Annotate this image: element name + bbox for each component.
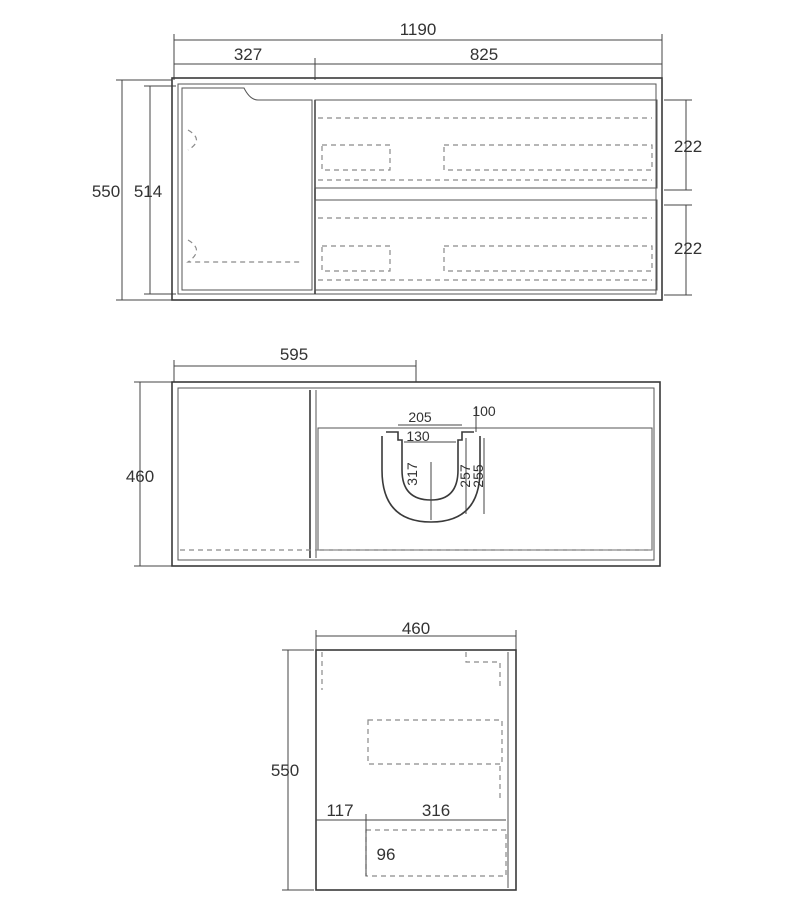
label-right-width: 825: [470, 45, 498, 64]
label-inner-depth: 514: [134, 182, 162, 201]
label-front-height: 460: [126, 467, 154, 486]
front-view: 595 460 205 130 100 317 257 25: [126, 345, 661, 567]
drawer-handle-hidden-4: [443, 245, 653, 272]
basin-hidden-left: [186, 129, 300, 263]
label-side-height: 550: [271, 761, 299, 780]
label-drain-a: 257: [457, 464, 473, 488]
label-left-width: 327: [234, 45, 262, 64]
dim-side-depth: 460: [315, 619, 517, 650]
dim-side-cutout: 117 316 96: [316, 801, 506, 876]
dim-side-height: 550: [271, 649, 314, 891]
top-outer-frame: [171, 77, 663, 301]
label-cutout-height: 96: [377, 845, 396, 864]
label-cutout-offset: 117: [326, 801, 353, 820]
top-view: 1190 327 825 550 514: [92, 20, 702, 301]
front-outer-frame: [171, 381, 661, 567]
drawer-front-lower: [314, 199, 658, 291]
label-overall-depth: 550: [92, 182, 120, 201]
dim-trap: 205 130 100 317 257 255: [398, 403, 496, 520]
label-side-depth: 460: [402, 619, 430, 638]
label-drawer-lower: 222: [674, 239, 702, 258]
label-trap-depth: 317: [404, 462, 420, 486]
front-basin-bowl: [317, 427, 653, 551]
drawer-handle-hidden-2: [443, 144, 653, 171]
label-drain-b: 255: [470, 464, 486, 488]
basin-outline: [181, 87, 313, 291]
dim-half-width: 595: [173, 345, 417, 382]
trap-u: [381, 436, 481, 523]
side-cutout: [365, 829, 507, 877]
side-outer-frame: [315, 649, 517, 891]
dim-height-front: 460: [126, 381, 172, 567]
drawer-handle-hidden-3: [321, 245, 391, 272]
side-hidden-top: [321, 652, 501, 690]
dim-overall-depth: 550: [92, 79, 172, 301]
dim-inner-depth: 514: [134, 85, 176, 295]
dim-sub-widths: 327 825: [174, 45, 662, 80]
label-trap-outer: 205: [408, 409, 432, 425]
side-view: 460 550 117 316 96: [271, 619, 517, 891]
label-drawer-upper: 222: [674, 137, 702, 156]
side-hidden-panel: [367, 719, 503, 765]
top-inner-frame: [177, 83, 657, 295]
label-cutout-width: 316: [422, 801, 450, 820]
dim-overall-width: 1190: [173, 20, 663, 80]
label-offset: 100: [472, 403, 496, 419]
label-overall-width: 1190: [400, 20, 437, 39]
label-half-width: 595: [280, 345, 308, 364]
label-trap-inner: 130: [406, 428, 430, 444]
drawer-handle-hidden-1: [321, 144, 391, 171]
drawer-front-upper: [314, 99, 658, 189]
dim-drawer-heights: 222 222: [664, 99, 702, 296]
front-inner-frame: [177, 387, 655, 561]
